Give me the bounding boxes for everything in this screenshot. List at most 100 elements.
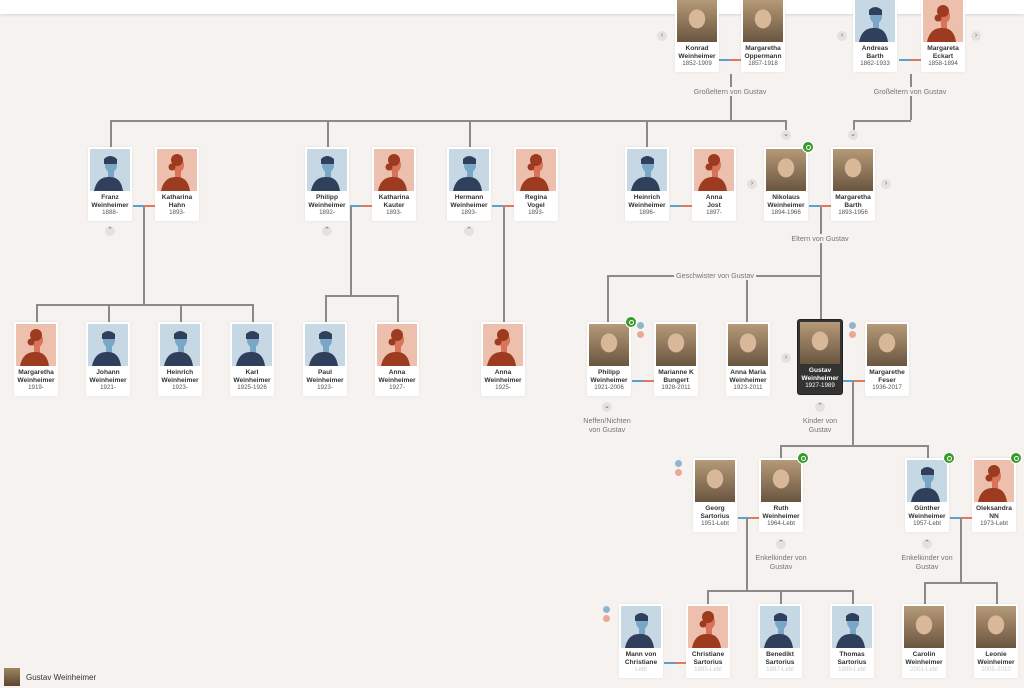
person-first-name: Thomas [839,651,865,658]
connector-line [780,445,782,458]
label-nephews-nieces[interactable]: Neffen/Nichten von Gustav [576,416,638,434]
person-first-name: Carolin [912,651,936,658]
spouse-switch-icon[interactable] [603,606,611,624]
person-last-name: Feser [878,376,896,384]
hint-badge-icon[interactable] [1010,452,1022,464]
collapse-up-icon[interactable]: ⌃ [776,539,786,549]
label-parents[interactable]: Eltern von Gustav [789,234,851,243]
prev-arrow-icon[interactable]: ‹ [837,31,847,41]
collapse-up-icon[interactable]: ⌃ [922,539,932,549]
collapse-up-icon[interactable]: ⌃ [464,226,474,236]
connector-line [325,295,397,297]
label-children[interactable]: Kinder von Gustav [789,416,851,434]
hint-badge-icon[interactable] [797,452,809,464]
label-siblings[interactable]: Geschwister von Gustav [674,271,756,280]
expand-down-icon[interactable]: ⌄ [848,130,858,140]
person-last-name: Kauter [383,201,405,209]
connector-line [503,206,505,322]
connector-line [780,590,782,604]
person-dates: 1923-2011 [733,384,763,392]
spouse-switch-icon[interactable] [637,322,645,340]
person-first-name: Philipp [598,369,620,376]
connector-line [108,304,110,322]
next-arrow-icon[interactable]: › [971,31,981,41]
person-first-name: Konrad [685,45,709,52]
couple-connector [670,205,692,207]
next-arrow-icon[interactable]: › [747,179,757,189]
person-last-name: Weinheimer [306,376,344,384]
label-grandchildren[interactable]: Enkelkinder von Gustav [750,553,812,571]
couple-connector [719,59,741,61]
spouse-switch-icon[interactable] [675,460,683,478]
collapse-up-icon[interactable]: ⌃ [815,402,825,412]
label-grandparents[interactable]: Großeltern von Gustav [871,87,949,96]
person-dates: 2005-2010 [981,666,1011,674]
person-dates: 2001-Lebt [910,666,938,674]
hint-badge-icon[interactable] [802,141,814,153]
person-dates: 1893- [461,209,477,217]
current-person[interactable]: Gustav Weinheimer [4,668,96,686]
person-first-name: Anna [388,369,406,376]
expand-down-icon[interactable]: ⌄ [602,402,612,412]
female-silhouette-icon [16,324,56,366]
hint-badge-icon[interactable] [943,452,955,464]
person-dates: 1921-2006 [594,384,624,392]
person-last-name: Weinheimer [378,376,416,384]
label-grandparents[interactable]: Großeltern von Gustav [691,87,769,96]
person-photo [743,0,783,42]
label-grandchildren[interactable]: Enkelkinder von Gustav [896,553,958,571]
connector-line [746,518,748,590]
couple-connector [350,205,372,207]
couple-connector [664,662,686,664]
person-first-name: Margaretha [745,45,781,52]
next-arrow-icon[interactable]: › [881,179,891,189]
person-first-name: Paul [318,369,332,376]
next-arrow-icon[interactable]: › [781,353,791,363]
person-dates: 1896- [639,209,655,217]
spouse-switch-icon[interactable] [849,322,857,340]
person-last-name: Vogel [527,201,545,209]
collapse-up-icon[interactable]: ⌃ [105,226,115,236]
hint-badge-icon[interactable] [625,316,637,328]
prev-arrow-icon[interactable]: ‹ [657,31,667,41]
expand-down-icon[interactable]: ⌄ [781,130,791,140]
collapse-up-icon[interactable]: ⌃ [322,226,332,236]
person-first-name: Gustav [808,367,832,374]
